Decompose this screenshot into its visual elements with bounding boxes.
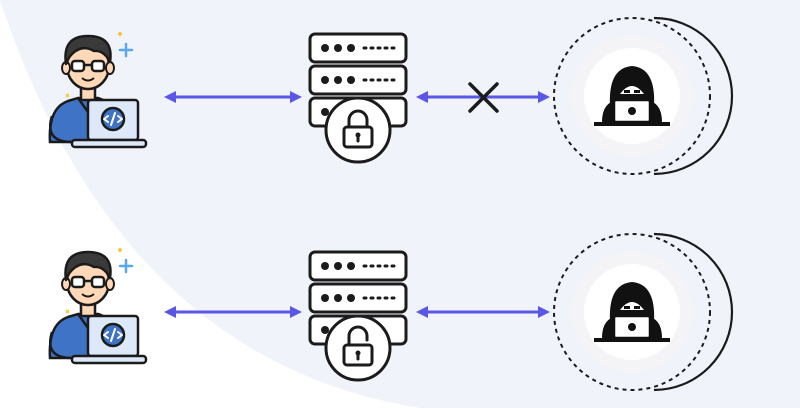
lock-open-icon <box>324 314 392 382</box>
scenario-unsecured <box>48 232 734 392</box>
developer-icon <box>48 246 148 365</box>
lock-closed-icon <box>324 96 392 164</box>
double-arrow-icon <box>164 306 302 318</box>
scenario-secured <box>48 16 734 176</box>
x-mark-icon <box>468 82 499 113</box>
double-arrow-icon <box>164 91 302 103</box>
double-arrow-icon <box>416 306 550 318</box>
